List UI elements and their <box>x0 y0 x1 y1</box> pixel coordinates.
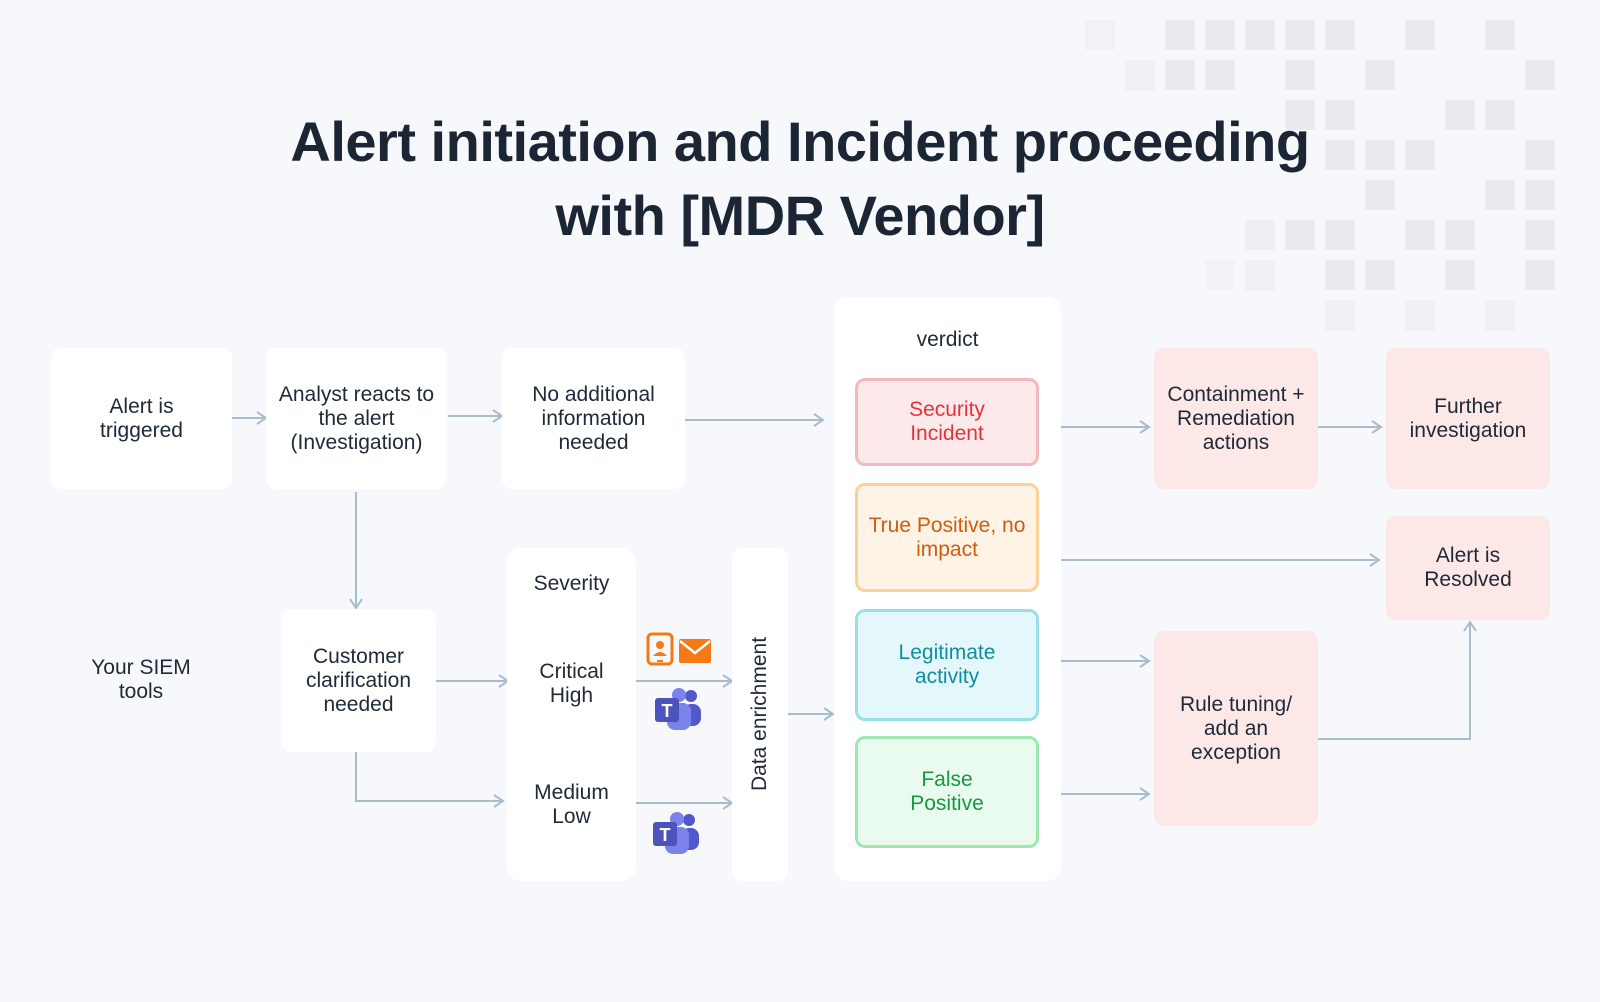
alert-triggered-node: Alert is triggered <box>51 348 232 489</box>
verdict-security-incident-label: Security Incident <box>909 398 985 445</box>
severity-heading: Severity <box>533 572 610 595</box>
arrow-ruletuning-to-resolved <box>1318 620 1477 740</box>
verdict-false-positive-label: False Positive <box>910 768 984 815</box>
verdict-heading: verdict <box>916 328 979 351</box>
siem-tools-label: Your SIEM tools <box>70 645 212 715</box>
verdict-legitimate-activity: Legitimate activity <box>855 609 1039 721</box>
siem-tools-text: Your SIEM tools <box>91 656 191 703</box>
teams-icon: T <box>655 688 701 730</box>
alert-resolved-label: Alert is Resolved <box>1424 544 1512 591</box>
alert-triggered-label: Alert is triggered <box>100 394 183 442</box>
customer-clarification-label: Customer clarification needed <box>305 644 412 716</box>
rule-tuning-label: Rule tuning/ add an exception <box>1179 692 1293 764</box>
title-line-2: with [MDR Vendor] <box>555 184 1045 247</box>
analyst-reacts-label: Analyst reacts to the alert (Investigati… <box>278 382 435 454</box>
severity-critical-high: Critical High <box>539 660 604 707</box>
svg-text:T: T <box>662 701 673 721</box>
no-info-needed-label: No additional information needed <box>532 382 655 454</box>
teams-icon: T <box>653 812 699 854</box>
verdict-security-incident: Security Incident <box>855 378 1039 466</box>
containment-node: Containment + Remediation actions <box>1154 348 1318 489</box>
phone-icon <box>646 632 674 666</box>
verdict-false-positive: False Positive <box>855 736 1039 848</box>
further-investigation-label: Further investigation <box>1409 394 1527 442</box>
containment-label: Containment + Remediation actions <box>1167 382 1305 454</box>
alert-resolved-node: Alert is Resolved <box>1386 516 1550 620</box>
rule-tuning-node: Rule tuning/ add an exception <box>1154 631 1318 826</box>
title-line-1: Alert initiation and Incident proceeding <box>290 110 1310 173</box>
svg-text:T: T <box>660 825 671 845</box>
email-icon <box>679 639 711 663</box>
no-info-needed-node: No additional information needed <box>502 348 685 489</box>
severity-panel <box>507 548 636 881</box>
further-investigation-node: Further investigation <box>1386 348 1550 489</box>
analyst-reacts-node: Analyst reacts to the alert (Investigati… <box>266 348 447 489</box>
data-enrichment-panel <box>732 548 788 881</box>
data-enrichment-label: Data enrichment <box>748 636 771 792</box>
verdict-true-positive: True Positive, no impact <box>855 483 1039 592</box>
severity-medium-low: Medium Low <box>534 781 609 828</box>
customer-clarification-node: Customer clarification needed <box>281 609 436 752</box>
verdict-legitimate-activity-label: Legitimate activity <box>898 641 996 688</box>
arrow-customer-to-low <box>355 752 505 808</box>
verdict-true-positive-label: True Positive, no impact <box>868 513 1026 561</box>
page-title: Alert initiation and Incident proceeding… <box>200 105 1400 253</box>
